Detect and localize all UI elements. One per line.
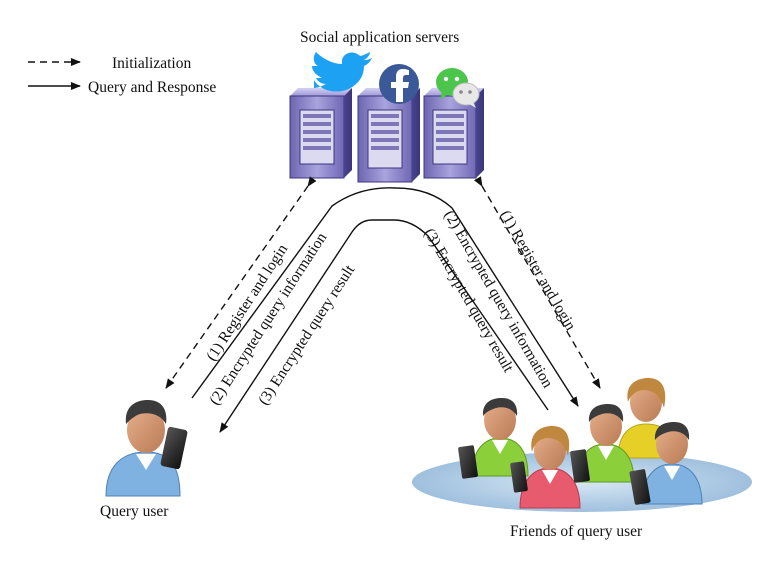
friend-blue bbox=[629, 422, 703, 505]
friend-pink bbox=[510, 426, 581, 509]
phone-icon bbox=[160, 426, 188, 470]
legend-query-response: Query and Response bbox=[88, 79, 216, 96]
connections bbox=[165, 176, 601, 433]
facebook-icon bbox=[379, 64, 419, 104]
legend-initialization: Initialization bbox=[112, 55, 191, 72]
server-1 bbox=[289, 88, 352, 179]
server-3 bbox=[423, 88, 484, 179]
label-left-result: (3) Encrypted query result bbox=[255, 262, 358, 409]
servers-title: Social application servers bbox=[300, 29, 459, 46]
query-user-avatar bbox=[105, 400, 188, 497]
twitter-icon bbox=[312, 52, 372, 92]
server-2 bbox=[357, 88, 420, 183]
query-result-path bbox=[219, 219, 549, 433]
edge-labels: (1) Register and login (2) Encrypted que… bbox=[203, 208, 579, 409]
friends-group-avatar bbox=[412, 378, 752, 512]
right-register-arrow bbox=[474, 176, 601, 389]
legend: Initialization Query and Response bbox=[28, 55, 216, 96]
query-user-label: Query user bbox=[100, 503, 169, 520]
left-register-arrow bbox=[165, 176, 317, 389]
wechat-icon bbox=[436, 68, 480, 108]
friend-green-2 bbox=[570, 404, 635, 483]
friends-label: Friends of query user bbox=[510, 523, 643, 540]
query-info-path bbox=[191, 187, 579, 407]
server-stack bbox=[289, 88, 484, 183]
